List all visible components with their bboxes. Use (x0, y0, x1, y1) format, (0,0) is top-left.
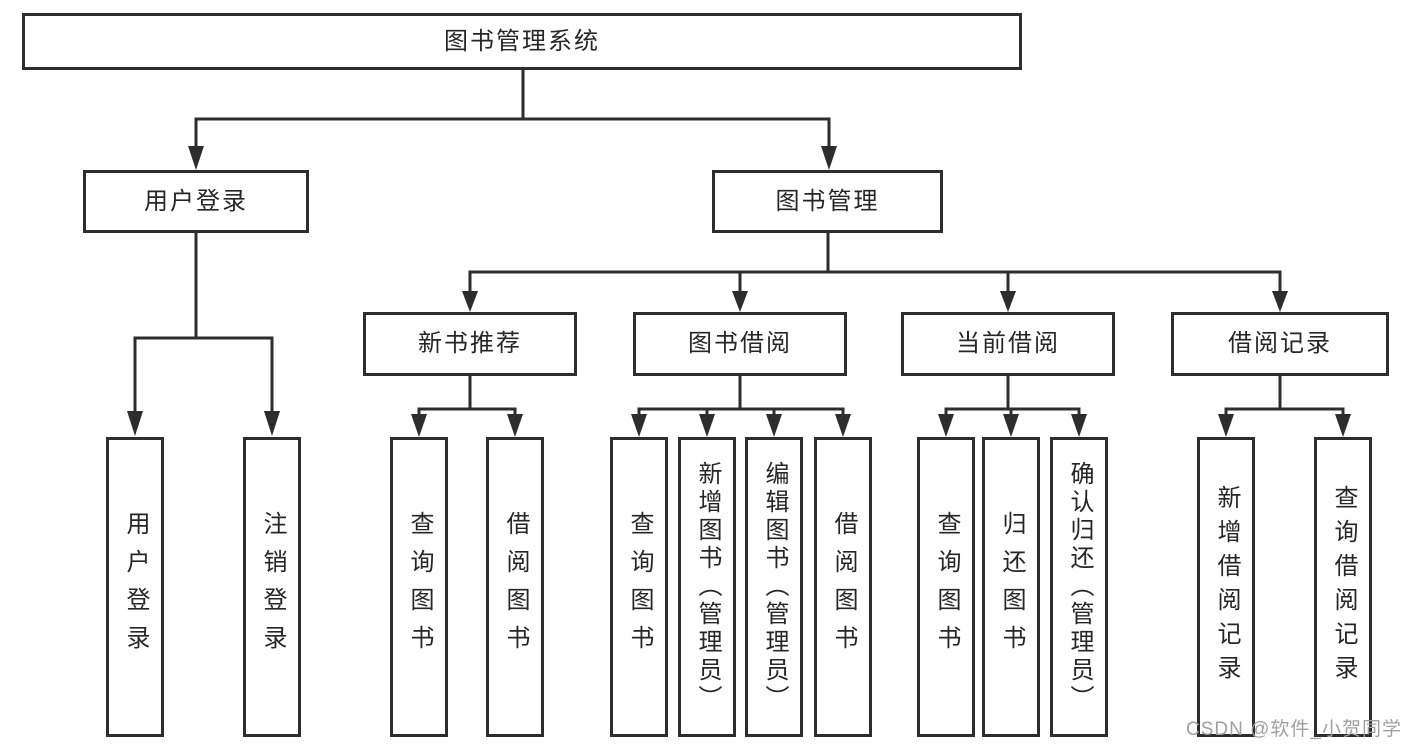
arrow-down-icon (732, 291, 748, 312)
node-label: 查询图书 (406, 511, 433, 663)
node-label: 新书推荐 (418, 330, 522, 357)
connector-current-borrow-children (938, 374, 1087, 437)
node-label: 用户登录 (122, 511, 149, 663)
node-label: 借阅图书 (830, 511, 857, 663)
leaf-add-borrow-record: 新增借阅记录 (1197, 437, 1255, 737)
leaf-logout: 注销登录 (243, 437, 301, 737)
connector-book-management-children (462, 231, 1288, 312)
node-label: 图书借阅 (688, 330, 792, 357)
connector-new-book-recommend-children (411, 374, 523, 437)
arrow-down-icon (835, 414, 851, 437)
node-label: 新增借阅记录 (1213, 485, 1240, 689)
node-label: 编辑图书（管理员） (761, 461, 788, 713)
leaf-user-login: 用户登录 (106, 437, 164, 737)
leaf-confirm-return-admin: 确认归还（管理员） (1050, 437, 1108, 737)
connector-borrow-records-children (1218, 374, 1351, 437)
leaf-return-books: 归还图书 (982, 437, 1040, 737)
arrow-down-icon (127, 411, 143, 436)
connector-book-borrow-children (631, 374, 851, 437)
arrow-down-icon (1071, 414, 1087, 437)
leaf-query-books-borrow: 查询图书 (610, 437, 668, 737)
arrow-down-icon (938, 414, 954, 437)
node-book-borrow: 图书借阅 (633, 312, 847, 376)
node-borrow-records: 借阅记录 (1171, 312, 1389, 376)
leaf-add-books-admin: 新增图书（管理员） (678, 437, 736, 737)
node-user-login: 用户登录 (83, 170, 309, 233)
arrow-down-icon (766, 414, 782, 437)
leaf-query-books-recommend: 查询图书 (390, 437, 448, 737)
arrow-down-icon (631, 414, 647, 437)
arrow-down-icon (1335, 414, 1351, 437)
node-label: 查询借阅记录 (1330, 485, 1357, 689)
connector-user-login-children (127, 231, 280, 436)
node-label: 查询图书 (933, 511, 960, 663)
node-label: 借阅记录 (1228, 330, 1332, 357)
node-label: 查询图书 (626, 511, 653, 663)
node-new-book-recommend: 新书推荐 (363, 312, 577, 376)
arrow-down-icon (1003, 414, 1019, 437)
arrow-down-icon (188, 146, 204, 170)
node-label: 图书管理 (775, 187, 880, 215)
arrow-down-icon (507, 414, 523, 437)
node-label: 当前借阅 (956, 330, 1060, 357)
arrow-down-icon (411, 414, 427, 437)
leaf-query-books-current: 查询图书 (917, 437, 975, 737)
arrow-down-icon (1272, 291, 1288, 312)
arrow-down-icon (1000, 291, 1016, 312)
leaf-edit-books-admin: 编辑图书（管理员） (745, 437, 803, 737)
node-current-borrow: 当前借阅 (901, 312, 1115, 376)
csdn-watermark: CSDN @软件_小贺同学 (1186, 719, 1402, 740)
arrow-down-icon (264, 411, 280, 436)
node-label: 注销登录 (259, 511, 286, 663)
node-label: 确认归还（管理员） (1066, 461, 1093, 713)
node-label: 借阅图书 (502, 511, 529, 663)
node-label: 归还图书 (998, 511, 1025, 663)
leaf-borrow-books: 借阅图书 (814, 437, 872, 737)
arrow-down-icon (462, 291, 478, 312)
node-book-management: 图书管理 (712, 170, 943, 233)
node-root-library-system: 图书管理系统 (22, 13, 1022, 70)
node-label: 用户登录 (144, 187, 248, 215)
leaf-borrow-books-recommend: 借阅图书 (486, 437, 544, 737)
arrow-down-icon (1218, 414, 1234, 437)
node-label: 新增图书（管理员） (694, 461, 721, 713)
arrow-down-icon (699, 414, 715, 437)
arrow-down-icon (821, 146, 837, 170)
leaf-query-borrow-record: 查询借阅记录 (1314, 437, 1372, 737)
node-label: 图书管理系统 (444, 27, 600, 55)
connector-root-to-level2 (188, 68, 837, 170)
